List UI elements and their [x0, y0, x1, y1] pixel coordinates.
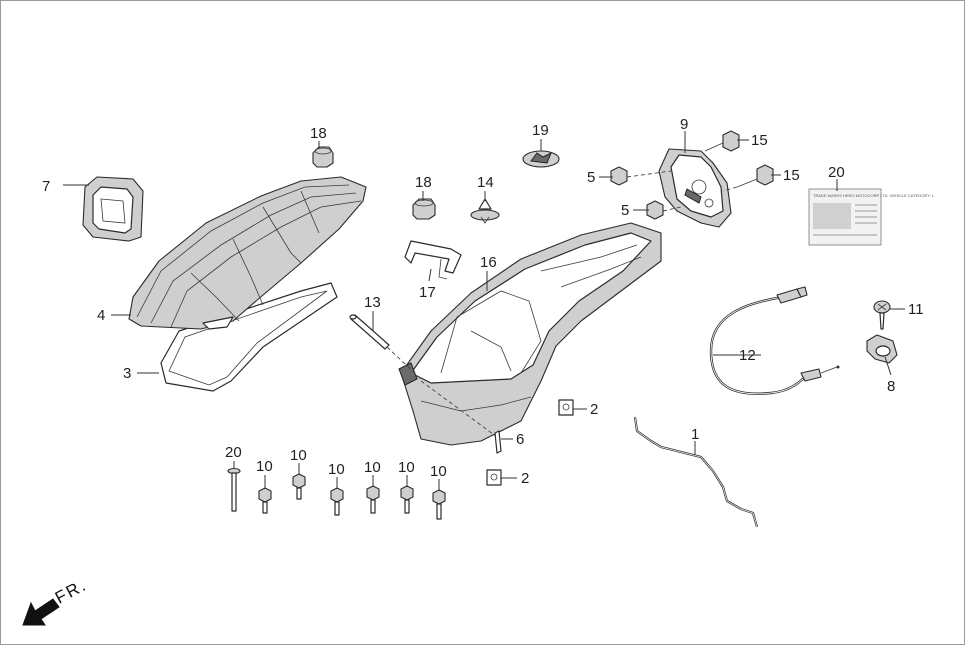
callout-15-lower: 15: [783, 167, 800, 184]
callout-9: 9: [680, 116, 688, 133]
callout-18-left: 18: [310, 125, 327, 142]
callout-5-upper: 5: [587, 169, 595, 186]
callout-8: 8: [887, 378, 895, 395]
part-18-cushion-center: [412, 198, 436, 220]
callout-10-2: 10: [290, 447, 307, 464]
part-9-seat-lock: [658, 148, 732, 228]
part-17-bracket: [404, 240, 462, 280]
callout-15-upper: 15: [751, 132, 768, 149]
callout-10-1: 10: [256, 458, 273, 475]
part-12-cable: [709, 286, 840, 395]
callout-17: 17: [419, 284, 436, 301]
part-20-long-pin: [227, 467, 241, 512]
front-arrow-icon: [22, 598, 60, 626]
part-4-seat: [128, 176, 367, 330]
callout-10-3: 10: [328, 461, 345, 478]
callout-19: 19: [532, 122, 549, 139]
assembly-line-6: [420, 380, 498, 438]
warning-label-text: TRADE MARKS HERO MOTOCORP LTD. VEHICLE C…: [813, 193, 935, 198]
part-11-screw: [873, 300, 891, 330]
assembly-line-5-lower: [662, 206, 682, 212]
callout-10-4: 10: [364, 459, 381, 476]
part-2-clip-nut-upper: [558, 399, 574, 416]
part-10-bolt-1: [258, 487, 272, 514]
part-16-luggage-box: [398, 222, 662, 446]
part-18-cushion-left: [312, 146, 334, 168]
front-direction-indicator: FR.: [22, 575, 90, 626]
callout-2-lower: 2: [521, 470, 529, 487]
part-8-clamp: [866, 334, 898, 364]
callout-2-upper: 2: [590, 401, 598, 418]
callout-16: 16: [480, 254, 497, 271]
part-5-nut-lower: [646, 200, 664, 220]
callout-10-6: 10: [430, 463, 447, 480]
part-15-bolt-lower: [736, 164, 774, 188]
part-14-clip: [470, 198, 500, 224]
part-15-bolt-upper: [704, 130, 740, 152]
part-5-nut-upper: [610, 166, 628, 186]
part-19-cap: [522, 150, 560, 168]
callout-13: 13: [364, 294, 381, 311]
callout-11: 11: [908, 301, 924, 318]
assembly-line-15: [722, 186, 738, 192]
part-10-bolt-2: [292, 473, 306, 500]
callout-labels: 7 4 3 18 18 14 19 17 16 13 5 5 9 15 15 2…: [42, 116, 924, 487]
part-13-rod: [349, 314, 390, 350]
front-label: FR.: [52, 575, 90, 607]
part-1-rod: [633, 416, 759, 528]
callout-10-5: 10: [398, 459, 415, 476]
assembly-line-13: [386, 346, 422, 380]
callout-1: 1: [691, 426, 699, 443]
callout-20-left: 20: [225, 444, 242, 461]
part-10-bolt-4: [366, 485, 380, 514]
callout-20-right: 20: [828, 164, 845, 181]
part-10-bolt-5: [400, 485, 414, 514]
callout-4: 4: [97, 307, 105, 324]
part-6-pin: [494, 430, 502, 454]
callout-12: 12: [739, 347, 756, 364]
callout-18-center: 18: [415, 174, 432, 191]
callout-6: 6: [516, 431, 524, 448]
part-10-bolt-3: [330, 487, 344, 516]
callout-5-lower: 5: [621, 202, 629, 219]
part-2-clip-nut-lower: [486, 469, 502, 486]
part-10-bolt-6: [432, 489, 446, 520]
part-7-duct: [82, 176, 144, 242]
callout-7: 7: [42, 178, 50, 195]
callout-3: 3: [123, 365, 131, 382]
part-20-warning-label: TRADE MARKS HERO MOTOCORP LTD. VEHICLE C…: [808, 188, 935, 246]
assembly-line-5-upper: [626, 170, 672, 178]
leader-lines: [63, 131, 905, 491]
callout-14: 14: [477, 174, 494, 191]
